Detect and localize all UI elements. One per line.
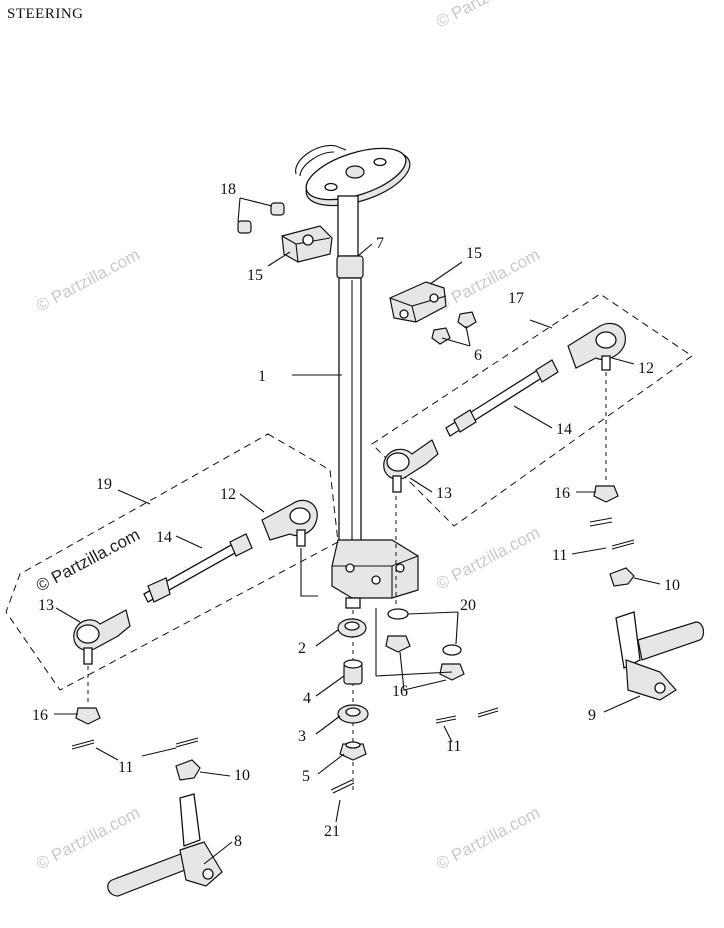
watermark-text: © Partzilla.com <box>33 245 143 316</box>
washer-20a <box>387 608 409 620</box>
plate-wire <box>295 144 347 175</box>
callout-10a: 10 <box>664 577 680 594</box>
knuckle-left <box>107 759 223 897</box>
tie-rod-right <box>371 293 693 527</box>
callout-1: 1 <box>258 368 266 385</box>
clamp-right <box>389 281 477 345</box>
callout-15b: 15 <box>247 267 263 284</box>
bushing-7 <box>336 255 364 279</box>
washer-20b <box>442 644 462 656</box>
nut-6b <box>431 327 451 345</box>
clamp-left <box>237 202 333 263</box>
callout-5: 5 <box>302 768 310 785</box>
pitman-arm <box>331 539 419 599</box>
callout-17: 17 <box>508 290 524 307</box>
callout-19: 19 <box>96 476 112 493</box>
cotter-pins <box>71 517 635 750</box>
callout-11c: 11 <box>118 759 133 776</box>
nut-6a <box>457 311 477 329</box>
castle-nut-10a <box>609 567 635 587</box>
plate-hole <box>345 165 365 179</box>
callout-21: 21 <box>324 823 340 840</box>
bushing-18b <box>237 220 252 234</box>
callout-7: 7 <box>376 235 384 252</box>
leader-lines <box>54 197 661 865</box>
callout-12a: 12 <box>638 360 654 377</box>
callout-14b: 14 <box>156 529 172 546</box>
callout-13a: 13 <box>436 485 452 502</box>
watermark-text: © Partzilla.com <box>433 803 543 874</box>
nut-16c <box>385 635 411 653</box>
callout-15a: 15 <box>466 245 482 262</box>
watermark-text: © Partzilla.com <box>433 245 543 316</box>
callout-16c: 16 <box>32 707 48 724</box>
callout-2: 2 <box>298 640 306 657</box>
watermark-text: © Partzilla.com <box>433 0 543 32</box>
bearing-stack <box>330 610 369 794</box>
callout-14a: 14 <box>556 421 572 438</box>
nut-16b <box>75 707 101 725</box>
knuckle-arm-9 <box>625 659 677 701</box>
castle-nut-10b <box>175 759 201 781</box>
callout-16b: 16 <box>392 683 408 700</box>
callout-13b: 13 <box>38 597 54 614</box>
tie-rod-left <box>5 433 339 725</box>
cotter-pin-21 <box>330 779 353 791</box>
watermarks: © Partzilla.com © Partzilla.com © Partzi… <box>33 0 543 874</box>
lower-hardware <box>375 496 465 681</box>
callout-10b: 10 <box>234 767 250 784</box>
page-title: STEERING <box>7 6 84 22</box>
callout-16a: 16 <box>554 485 570 502</box>
steering-shaft <box>295 144 419 609</box>
watermark-text: © Partzilla.com <box>433 523 543 594</box>
knuckle-right <box>609 567 705 701</box>
nut-16a <box>593 485 619 503</box>
callout-6: 6 <box>474 347 482 364</box>
callout-11a: 11 <box>552 547 567 564</box>
callout-labels: 1 2 3 4 5 6 7 8 9 10 10 11 11 11 12 12 1… <box>32 181 680 850</box>
callout-12b: 12 <box>220 486 236 503</box>
callout-8: 8 <box>234 833 242 850</box>
callout-4: 4 <box>303 690 311 707</box>
knuckle-arm-8 <box>179 841 223 887</box>
callout-18: 18 <box>220 181 236 198</box>
tie-rod-end-12a <box>567 322 626 369</box>
holder-15b <box>389 281 447 323</box>
bushing-18a <box>270 202 285 216</box>
assembly-outline-17 <box>371 293 693 527</box>
assembly-outline-19 <box>5 433 339 691</box>
callout-11b: 11 <box>446 738 461 755</box>
callout-20: 20 <box>460 597 476 614</box>
callout-3: 3 <box>298 728 306 745</box>
callout-9: 9 <box>588 707 596 724</box>
watermark-text: © Partzilla.com <box>33 803 143 874</box>
